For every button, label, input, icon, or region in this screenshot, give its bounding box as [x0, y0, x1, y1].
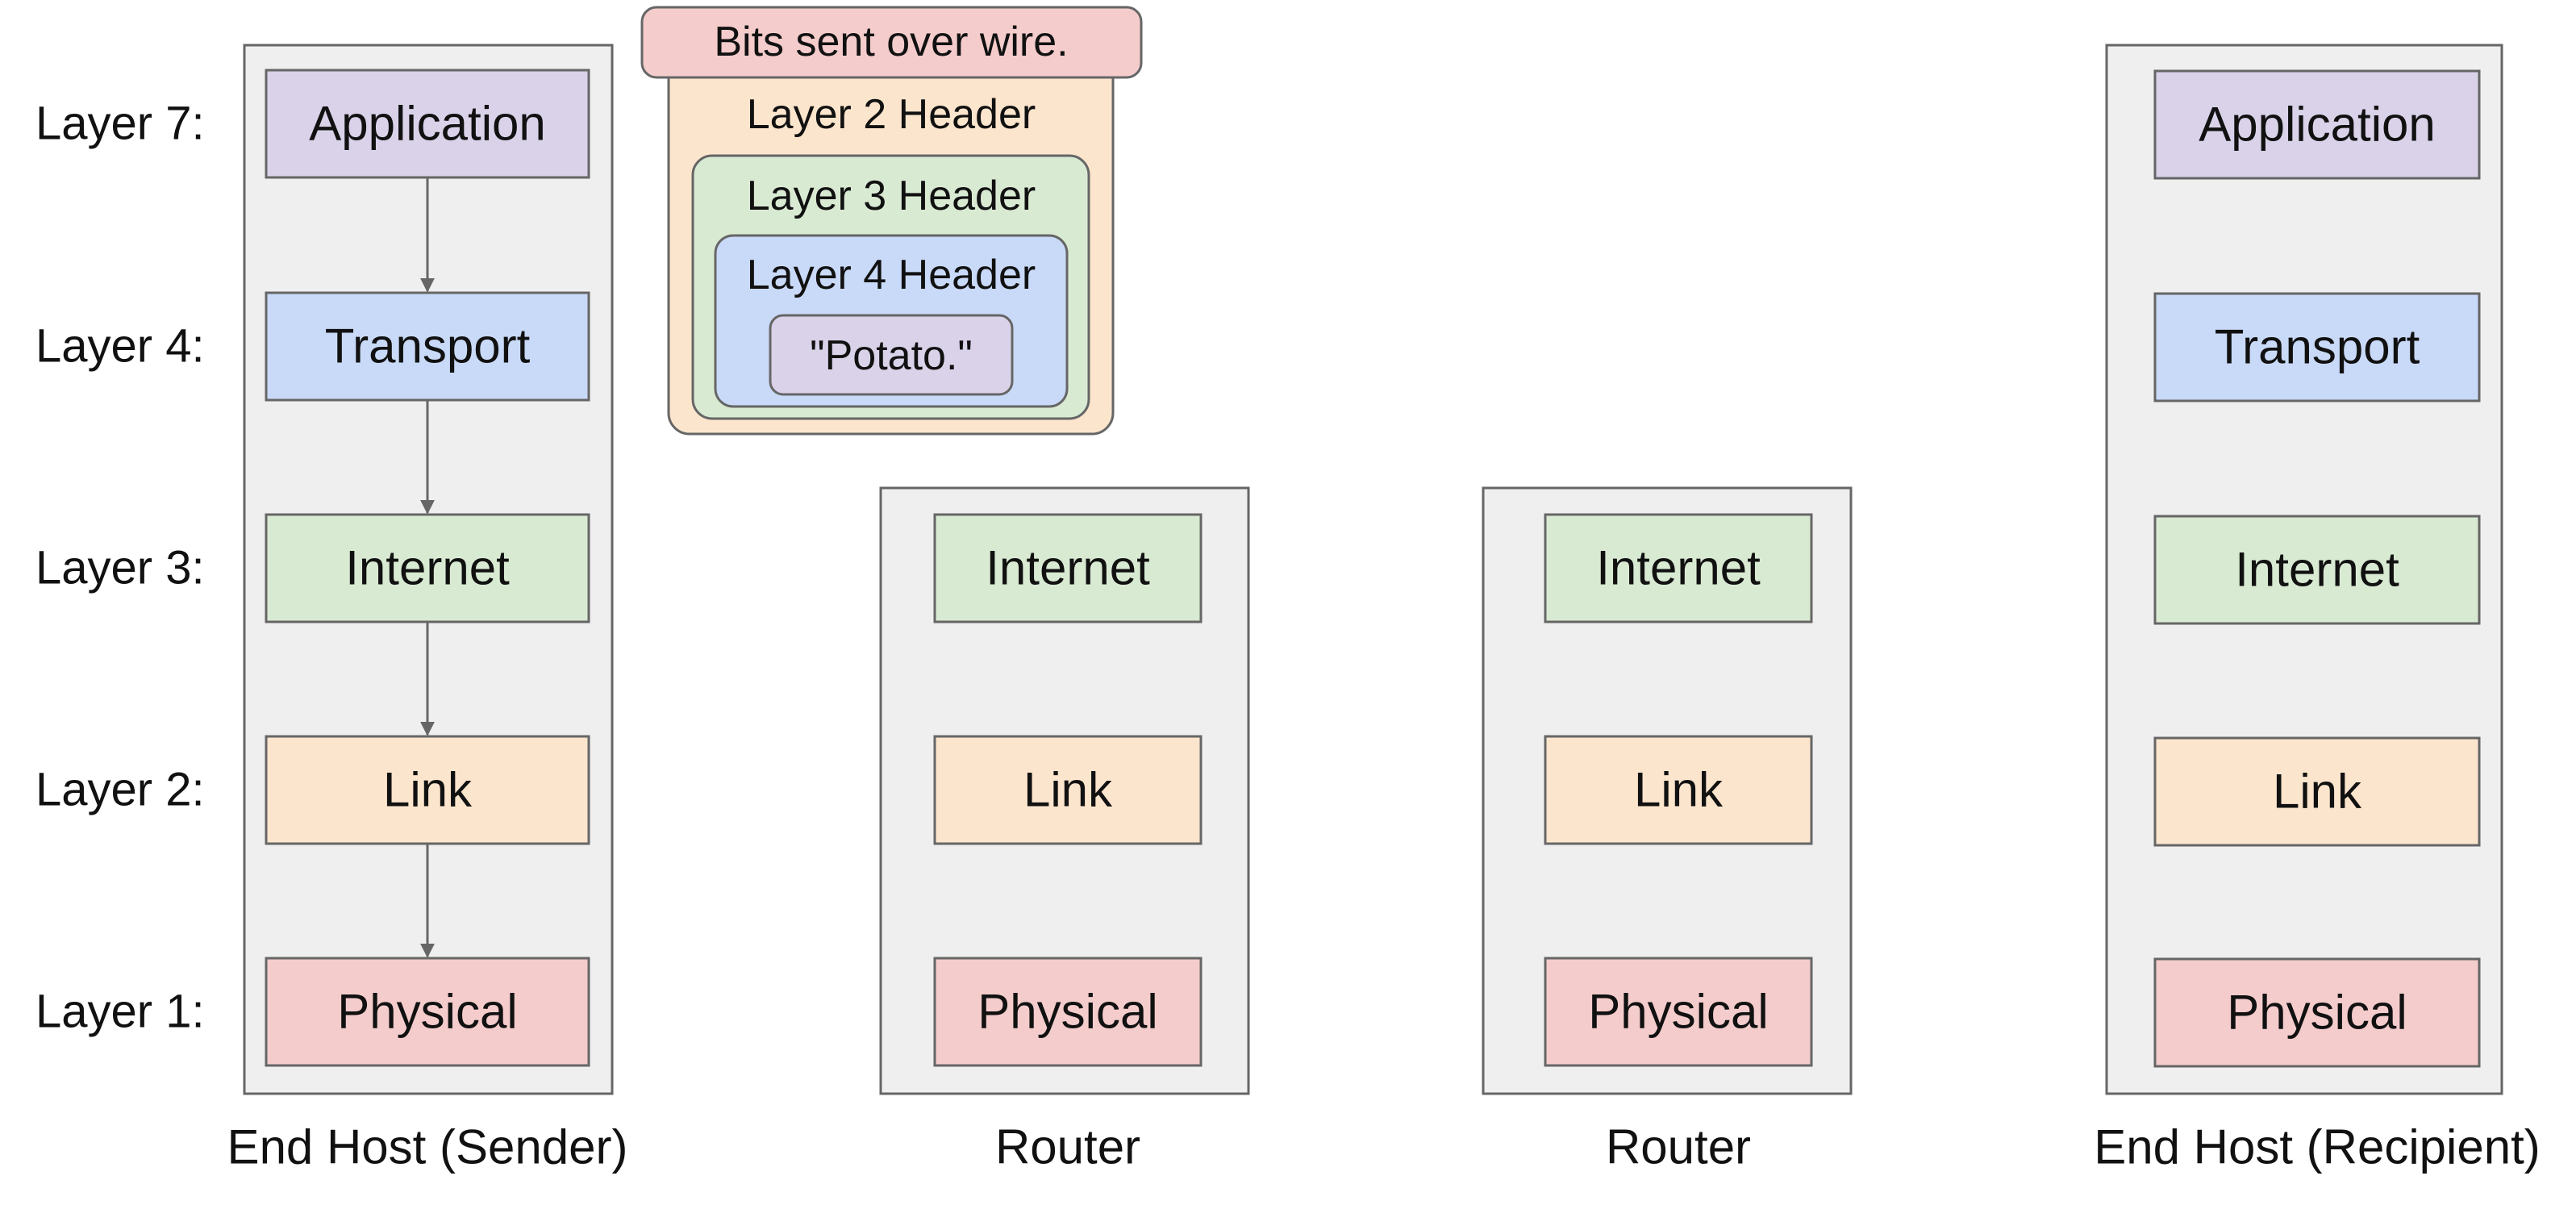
recipient-physical-label: Physical	[2227, 986, 2407, 1040]
router-2-link-label: Link	[1634, 763, 1724, 817]
layer-4-label: Layer 4:	[35, 320, 205, 373]
router-1-internet-label: Internet	[986, 541, 1150, 595]
router-1-caption: Router	[995, 1120, 1140, 1174]
recipient-link-box	[2153, 736, 2481, 847]
sender-caption: End Host (Sender)	[227, 1120, 628, 1174]
recipient-transport-box	[2153, 292, 2481, 402]
router-2-link-box	[1544, 735, 1813, 845]
layer-2-header-label: Layer 2 Header	[747, 91, 1036, 138]
layer-1-label: Layer 1:	[35, 986, 205, 1038]
sender-transport-label: Transport	[325, 319, 531, 373]
recipient-link-label: Link	[2273, 765, 2362, 819]
layer-labels: Layer 7: Layer 4: Layer 3: Layer 2: Laye…	[35, 98, 205, 1038]
sender-application-label: Application	[309, 97, 546, 151]
payload-box	[769, 314, 1014, 396]
stack-router-2: Internet Link Physical Router	[1482, 486, 1853, 1174]
sender-internet-label: Internet	[345, 541, 510, 595]
layer-7-label: Layer 7:	[35, 98, 205, 150]
router-1-physical-label: Physical	[977, 985, 1157, 1039]
recipient-caption: End Host (Recipient)	[2094, 1120, 2541, 1174]
stack-sender: Application Transport Internet Link Phys…	[227, 44, 628, 1174]
sender-transport-box	[265, 291, 590, 402]
stack-router-1: Internet Link Physical Router	[879, 486, 1250, 1174]
recipient-application-label: Application	[2199, 98, 2436, 152]
router-2-internet-label: Internet	[1596, 541, 1761, 595]
sender-physical-label: Physical	[337, 985, 517, 1039]
router-1-link-label: Link	[1023, 763, 1113, 817]
stack-recipient: Application Transport Internet Link Phys…	[2094, 44, 2541, 1174]
wire-bits-label: Bits sent over wire.	[714, 19, 1068, 65]
router-1-physical-box	[933, 957, 1203, 1067]
router-2-internet-box	[1544, 513, 1813, 623]
sender-physical-box	[265, 957, 590, 1067]
wire-bits-box	[640, 6, 1143, 79]
recipient-transport-label: Transport	[2215, 320, 2420, 374]
router-2-physical-box	[1544, 957, 1813, 1067]
layer-3-header-label: Layer 3 Header	[747, 173, 1036, 219]
recipient-application-box	[2153, 69, 2481, 180]
sender-internet-box	[265, 513, 590, 623]
layer-2-label: Layer 2:	[35, 764, 205, 816]
router-2-physical-label: Physical	[1588, 985, 1768, 1039]
sender-link-label: Link	[383, 763, 473, 817]
sender-application-box	[265, 69, 590, 179]
recipient-internet-label: Internet	[2235, 543, 2399, 597]
router-2-caption: Router	[1606, 1120, 1751, 1174]
recipient-internet-box	[2153, 515, 2481, 625]
recipient-physical-box	[2153, 957, 2481, 1068]
payload-label: "Potato."	[810, 332, 973, 379]
router-1-internet-box	[933, 513, 1203, 623]
router-1-link-box	[933, 735, 1203, 845]
encapsulated-packet: Bits sent over wire. Layer 2 Header Laye…	[640, 6, 1143, 436]
layer-4-header-label: Layer 4 Header	[747, 252, 1036, 298]
layer-3-label: Layer 3:	[35, 542, 205, 594]
